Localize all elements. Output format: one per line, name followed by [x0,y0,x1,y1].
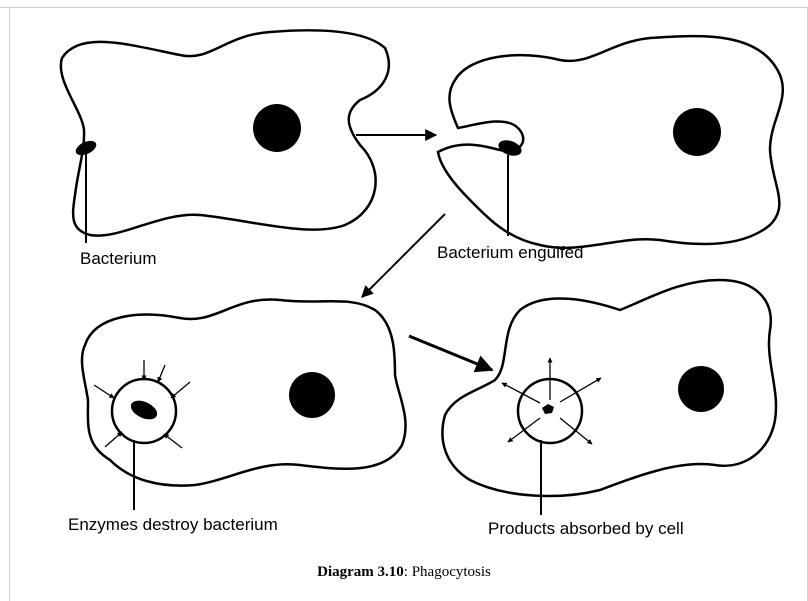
cell-2-membrane [438,36,783,248]
cell-3-membrane [82,299,406,485]
caption-separator: : [404,564,412,580]
caption-number: Diagram 3.10 [317,564,404,580]
cell-1-membrane [61,30,389,235]
cell-2-nucleus [673,108,721,156]
cell-4: Products absorbed by cell [442,280,776,538]
cell-4-products [542,404,554,414]
cell-4-nucleus [678,366,724,412]
cell-3-bacterium [128,397,160,423]
cell-4-membrane [442,280,776,496]
cell-3: Enzymes destroy bacterium [68,299,406,534]
cell-4-product-arrows [502,358,601,444]
cell-1: Bacterium [61,30,389,268]
cell-1-nucleus [253,104,301,152]
phagocytosis-diagram: Bacterium Bacterium engulfed Enzymes des… [0,0,808,560]
cell-2-bacterium [496,137,523,158]
label-bacterium: Bacterium [80,249,157,268]
arrow-3-to-4 [409,336,492,370]
cell-3-nucleus [289,372,335,418]
label-products-absorbed: Products absorbed by cell [488,519,684,538]
figure-caption: Diagram 3.10: Phagocytosis [0,564,808,581]
label-enzymes-destroy-bacterium: Enzymes destroy bacterium [68,515,278,534]
caption-title: Phagocytosis [412,564,491,580]
label-bacterium-engulfed: Bacterium engulfed [437,243,583,262]
arrow-2-to-3 [362,214,445,297]
cell-2: Bacterium engulfed [437,36,783,262]
